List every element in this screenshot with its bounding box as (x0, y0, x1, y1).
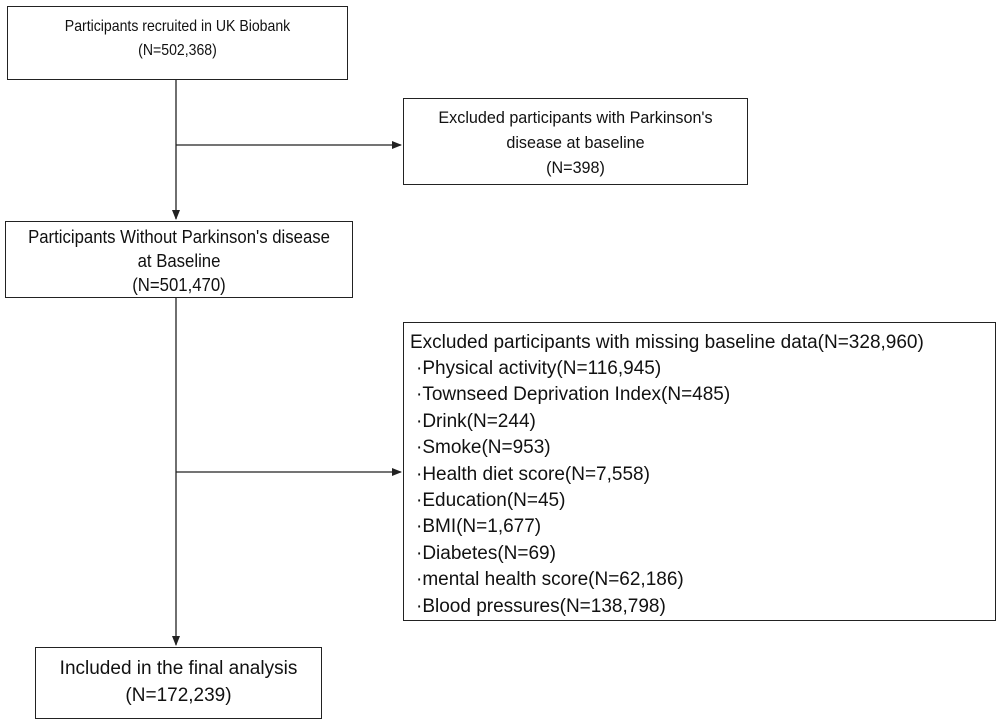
final-analysis-count: (N=172,239) (125, 685, 232, 706)
excluded-pd-line-2: disease at baseline (506, 133, 645, 152)
final-analysis-box: Included in the final analysis (N=172,23… (35, 647, 322, 719)
recruited-title: Participants recruited in UK Biobank (64, 18, 291, 35)
missing-item: ·Education(N=45) (416, 490, 566, 512)
without-pd-box: Participants Without Parkinson's disease… (5, 221, 353, 298)
excluded-pd-line-1: Excluded participants with Parkinson's (438, 108, 713, 127)
missing-item: ·Smoke(N=953) (416, 437, 551, 459)
missing-item: ·BMI(N=1,677) (416, 516, 542, 538)
without-pd-line-1: Participants Without Parkinson's disease (28, 227, 330, 247)
missing-item: ·Diabetes(N=69) (416, 542, 556, 564)
missing-item: ·Health diet score(N=7,558) (416, 463, 650, 485)
missing-item: ·Physical activity(N=116,945) (416, 358, 662, 379)
final-analysis-title: Included in the final analysis (59, 658, 298, 679)
missing-item: ·Drink(N=244) (416, 410, 536, 432)
excluded-missing-title: Excluded participants with missing basel… (410, 332, 924, 353)
missing-item: ·Blood pressures(N=138,798) (416, 595, 666, 617)
excluded-pd-box: Excluded participants with Parkinson's d… (403, 98, 748, 185)
excluded-missing-box: Excluded participants with missing basel… (403, 322, 996, 621)
recruited-count: (N=502,368) (138, 42, 217, 59)
without-pd-count: (N=501,470) (132, 275, 226, 295)
missing-item: ·Townseed Deprivation Index(N=485) (416, 384, 731, 406)
excluded-pd-count: (N=398) (546, 158, 605, 177)
missing-item: ·mental health score(N=62,186) (416, 569, 684, 591)
recruited-box: Participants recruited in UK Biobank (N=… (7, 6, 348, 80)
without-pd-line-2: at Baseline (137, 251, 221, 271)
